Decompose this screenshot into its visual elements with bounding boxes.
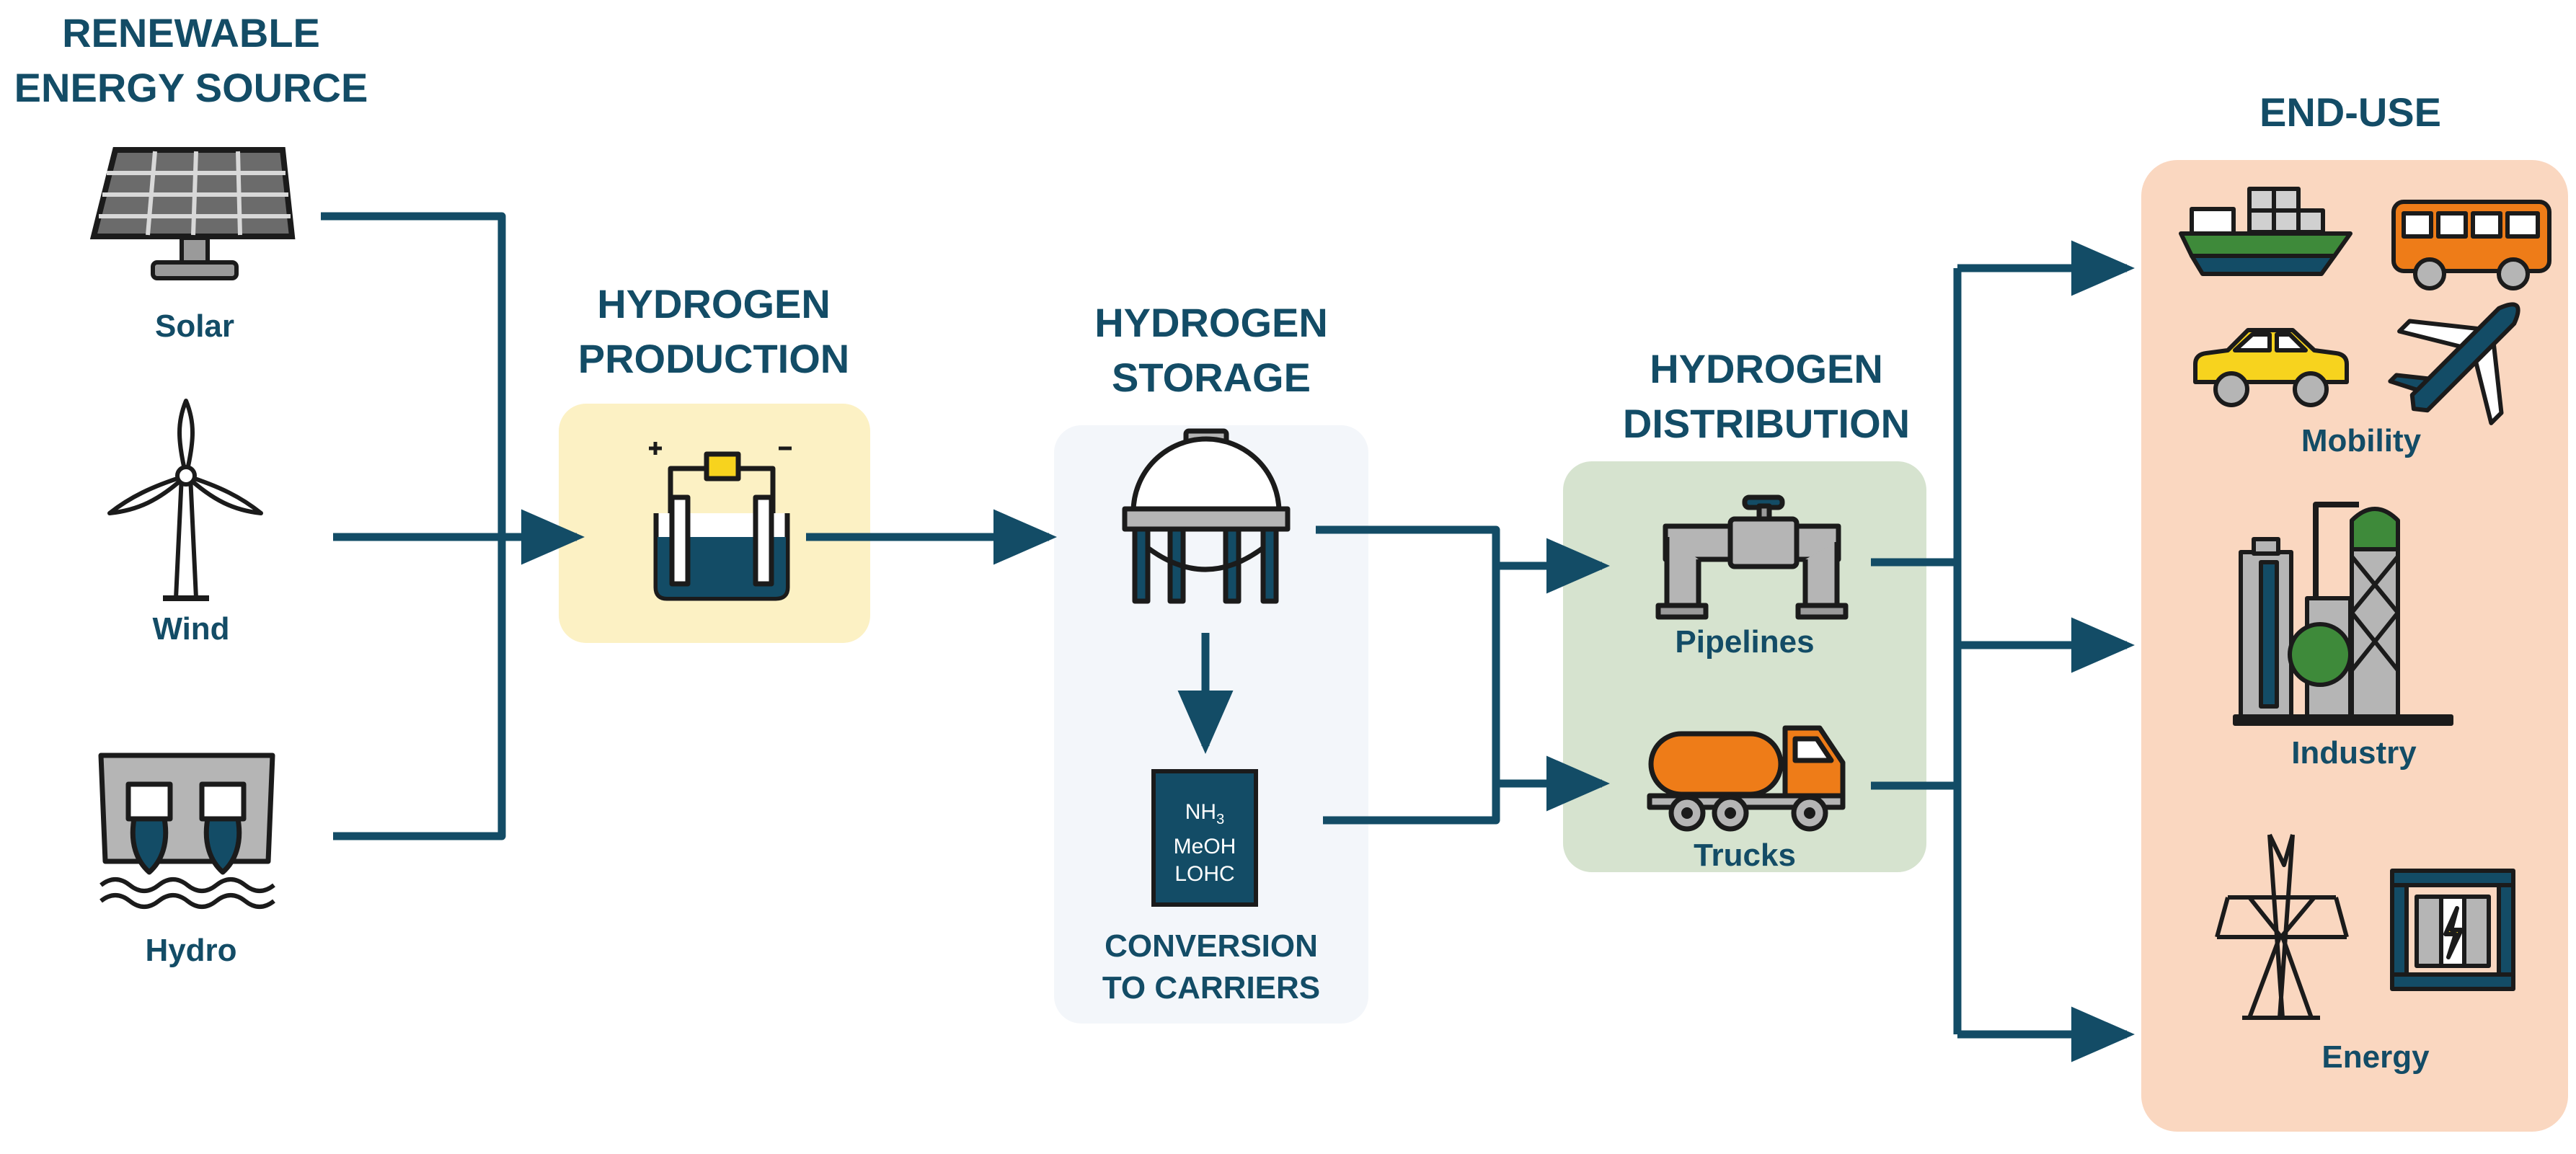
hydro-dam-icon <box>98 753 275 909</box>
car-icon <box>2193 328 2349 407</box>
carrier-lohc: LOHC <box>1174 862 1235 886</box>
carriers-box <box>1151 769 1258 907</box>
carrier-nh3: NH3 <box>1185 800 1225 827</box>
mobility-label: Mobility <box>2301 423 2422 458</box>
storage-tank-icon <box>1122 428 1291 604</box>
carrier-meoh: MeOH <box>1173 835 1236 858</box>
bus-icon <box>2391 200 2551 290</box>
pipelines-label: Pipelines <box>1675 624 1815 660</box>
electrolyzer-icon <box>649 442 792 601</box>
production-title: HYDROGEN PRODUCTION <box>577 281 850 381</box>
fuel-cell-icon <box>2390 869 2515 991</box>
tanker-truck-icon <box>1647 725 1846 832</box>
trucks-label: Trucks <box>1694 838 1796 873</box>
wind-turbine-icon <box>107 399 263 601</box>
enduse-title: END-USE <box>2259 89 2442 135</box>
airplane-icon <box>2388 302 2520 425</box>
distribution-title: HYDROGEN DISTRIBUTION <box>1622 346 1911 446</box>
carriers-text: NH3 MeOH LOHC <box>1154 799 1256 888</box>
industry-plant-icon <box>2233 502 2453 726</box>
energy-label: Energy <box>2322 1039 2430 1075</box>
cargo-ship-icon <box>2179 187 2353 276</box>
hydro-label: Hydro <box>145 933 237 968</box>
solar-panel-icon <box>89 147 296 280</box>
wind-label: Wind <box>152 611 230 647</box>
storage-title: HYDROGEN STORAGE <box>1094 300 1328 400</box>
pipeline-icon <box>1655 494 1849 620</box>
renewable-source-title: RENEWABLE ENERGY SOURCE <box>14 10 368 110</box>
connector-lines <box>321 212 2135 1062</box>
solar-label: Solar <box>154 309 235 344</box>
industry-label: Industry <box>2291 735 2417 771</box>
transmission-tower-icon <box>2215 833 2349 1020</box>
conversion-label: CONVERSION TO CARRIERS <box>1102 928 1321 1006</box>
